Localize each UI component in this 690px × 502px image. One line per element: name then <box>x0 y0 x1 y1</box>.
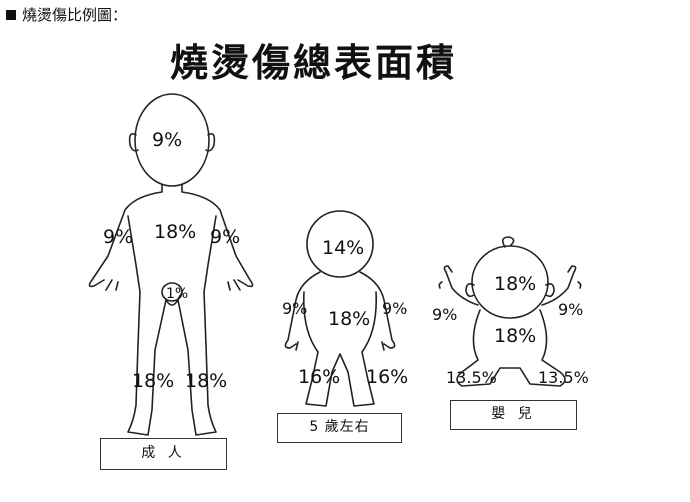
infant-label: 嬰 兒 <box>450 400 577 430</box>
adult-figure <box>88 93 254 436</box>
adult-right-leg-percent: 18% <box>185 370 227 392</box>
adult-head-percent: 9% <box>152 129 182 151</box>
child-left-leg-percent: 16% <box>298 366 340 388</box>
child-figure <box>284 210 396 407</box>
infant-right-arm-percent: 9% <box>558 300 583 319</box>
child-right-arm-percent: 9% <box>382 299 407 318</box>
infant-trunk-percent: 18% <box>494 325 536 347</box>
infant-left-arm-percent: 9% <box>432 305 457 324</box>
child-head-percent: 14% <box>322 237 364 259</box>
adult-right-arm-percent: 9% <box>210 226 240 248</box>
page-header: 燒燙傷比例圖： <box>6 4 127 25</box>
diagram-title: 燒燙傷總表面積 <box>170 40 458 85</box>
square-icon <box>6 9 16 20</box>
infant-figure <box>438 236 582 387</box>
adult-label: 成 人 <box>100 438 227 470</box>
child-right-leg-percent: 16% <box>366 366 408 388</box>
adult-groin-percent: 1% <box>166 286 188 302</box>
child-left-arm-percent: 9% <box>282 299 307 318</box>
infant-head-percent: 18% <box>494 273 536 295</box>
child-label: 5 歲左右 <box>277 413 402 443</box>
child-trunk-percent: 18% <box>328 308 370 330</box>
adult-left-leg-percent: 18% <box>132 370 174 392</box>
infant-left-leg-percent: 13.5% <box>446 368 497 387</box>
infant-right-leg-percent: 13.5% <box>538 368 589 387</box>
adult-left-arm-percent: 9% <box>103 226 133 248</box>
header-text: 燒燙傷比例圖： <box>22 6 128 24</box>
adult-trunk-percent: 18% <box>154 221 196 243</box>
